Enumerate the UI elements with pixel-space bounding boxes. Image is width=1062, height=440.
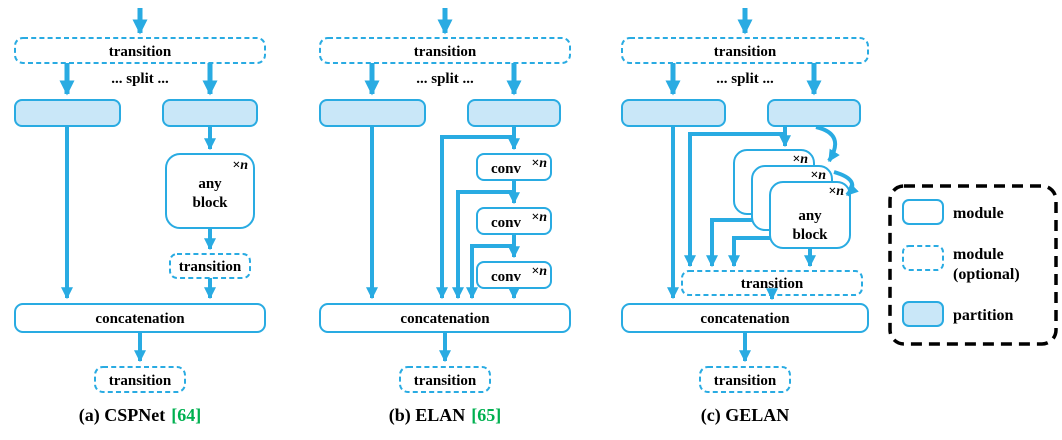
legend-module-label: module [953, 205, 1004, 222]
concatenation-label: concatenation [700, 311, 790, 327]
panel-caption-cspnet: (a) CSPNet [64] [79, 405, 201, 426]
caption-text: (a) CSPNet [79, 405, 165, 426]
any-block-label-line2: block [192, 195, 228, 211]
legend-module-swatch [902, 199, 944, 225]
transition-label: transition [109, 44, 172, 60]
concatenation-label: concatenation [400, 311, 490, 327]
partition-left [14, 99, 121, 127]
transition-box-optional [14, 37, 266, 64]
partition-left [621, 99, 726, 127]
repeat-count-label: ×n [531, 156, 547, 171]
legend-module-optional-label-line1: module [953, 246, 1004, 263]
concatenation-label: concatenation [95, 311, 185, 327]
cascade-arrow [815, 125, 840, 163]
conv-label: conv [491, 269, 522, 285]
transition-label: transition [414, 373, 477, 389]
transition-box-optional [319, 37, 571, 64]
panel-caption-gelan: (c) GELAN [701, 405, 790, 426]
bypass-arrow [466, 244, 514, 300]
repeat-count-label: ×n [531, 264, 547, 279]
transition-box-optional [94, 366, 186, 393]
repeat-count-label: ×n [531, 210, 547, 225]
any-block-label-line1: any [198, 176, 222, 192]
transition-box-optional [169, 253, 251, 279]
transition-box-optional [399, 366, 491, 393]
repeat-count-label: ×n [792, 152, 808, 167]
repeat-count-label: ×n [828, 184, 844, 199]
panel-caption-elan: (b) ELAN[65] [389, 405, 502, 426]
legend-module-optional-swatch [902, 245, 944, 271]
block-branch-arrow [706, 218, 760, 268]
legend-partition-label: partition [953, 307, 1014, 324]
bypass-arrow [684, 132, 785, 268]
caption-citation: [65] [471, 405, 501, 425]
legend-partition-swatch [902, 301, 944, 327]
split-label: ... split ... [416, 71, 474, 87]
partition-right [767, 99, 861, 127]
panel-elan: transition ... split ... conv ×n conv ×n… [319, 8, 571, 426]
repeat-count-label: ×n [810, 168, 826, 183]
transition-box-optional [699, 366, 791, 393]
conv-label: conv [491, 215, 522, 231]
partition-right [162, 99, 258, 127]
transition-label: transition [414, 44, 477, 60]
cascade-arrow [833, 170, 859, 197]
caption-citation: [64] [171, 405, 201, 425]
conv-label: conv [491, 161, 522, 177]
any-block-label-line2: block [792, 227, 828, 243]
transition-label: transition [714, 373, 777, 389]
transition-label: transition [741, 276, 804, 292]
split-label: ... split ... [716, 71, 774, 87]
bypass-arrow [436, 135, 514, 300]
legend-module-optional-label-line2: (optional) [953, 266, 1020, 283]
any-block-label-line1: any [798, 208, 822, 224]
transition-box-optional [621, 37, 869, 64]
partition-right [467, 99, 561, 127]
caption-text: (b) ELAN [389, 405, 466, 426]
split-label: ... split ... [111, 71, 169, 87]
panel-gelan: transition ... split ... ×n ×n ×n any bl… [621, 8, 869, 426]
repeat-count-label: ×n [232, 158, 248, 173]
partition-left [319, 99, 426, 127]
panel-cspnet: transition ... split ... ×n any block tr… [14, 8, 266, 426]
bypass-arrow [452, 190, 514, 300]
transition-label: transition [179, 259, 242, 275]
caption-text: (c) GELAN [701, 405, 790, 426]
transition-label: transition [714, 44, 777, 60]
legend: module module (optional) partition [888, 184, 1058, 346]
block-branch-arrow [728, 236, 780, 268]
transition-label: transition [109, 373, 172, 389]
